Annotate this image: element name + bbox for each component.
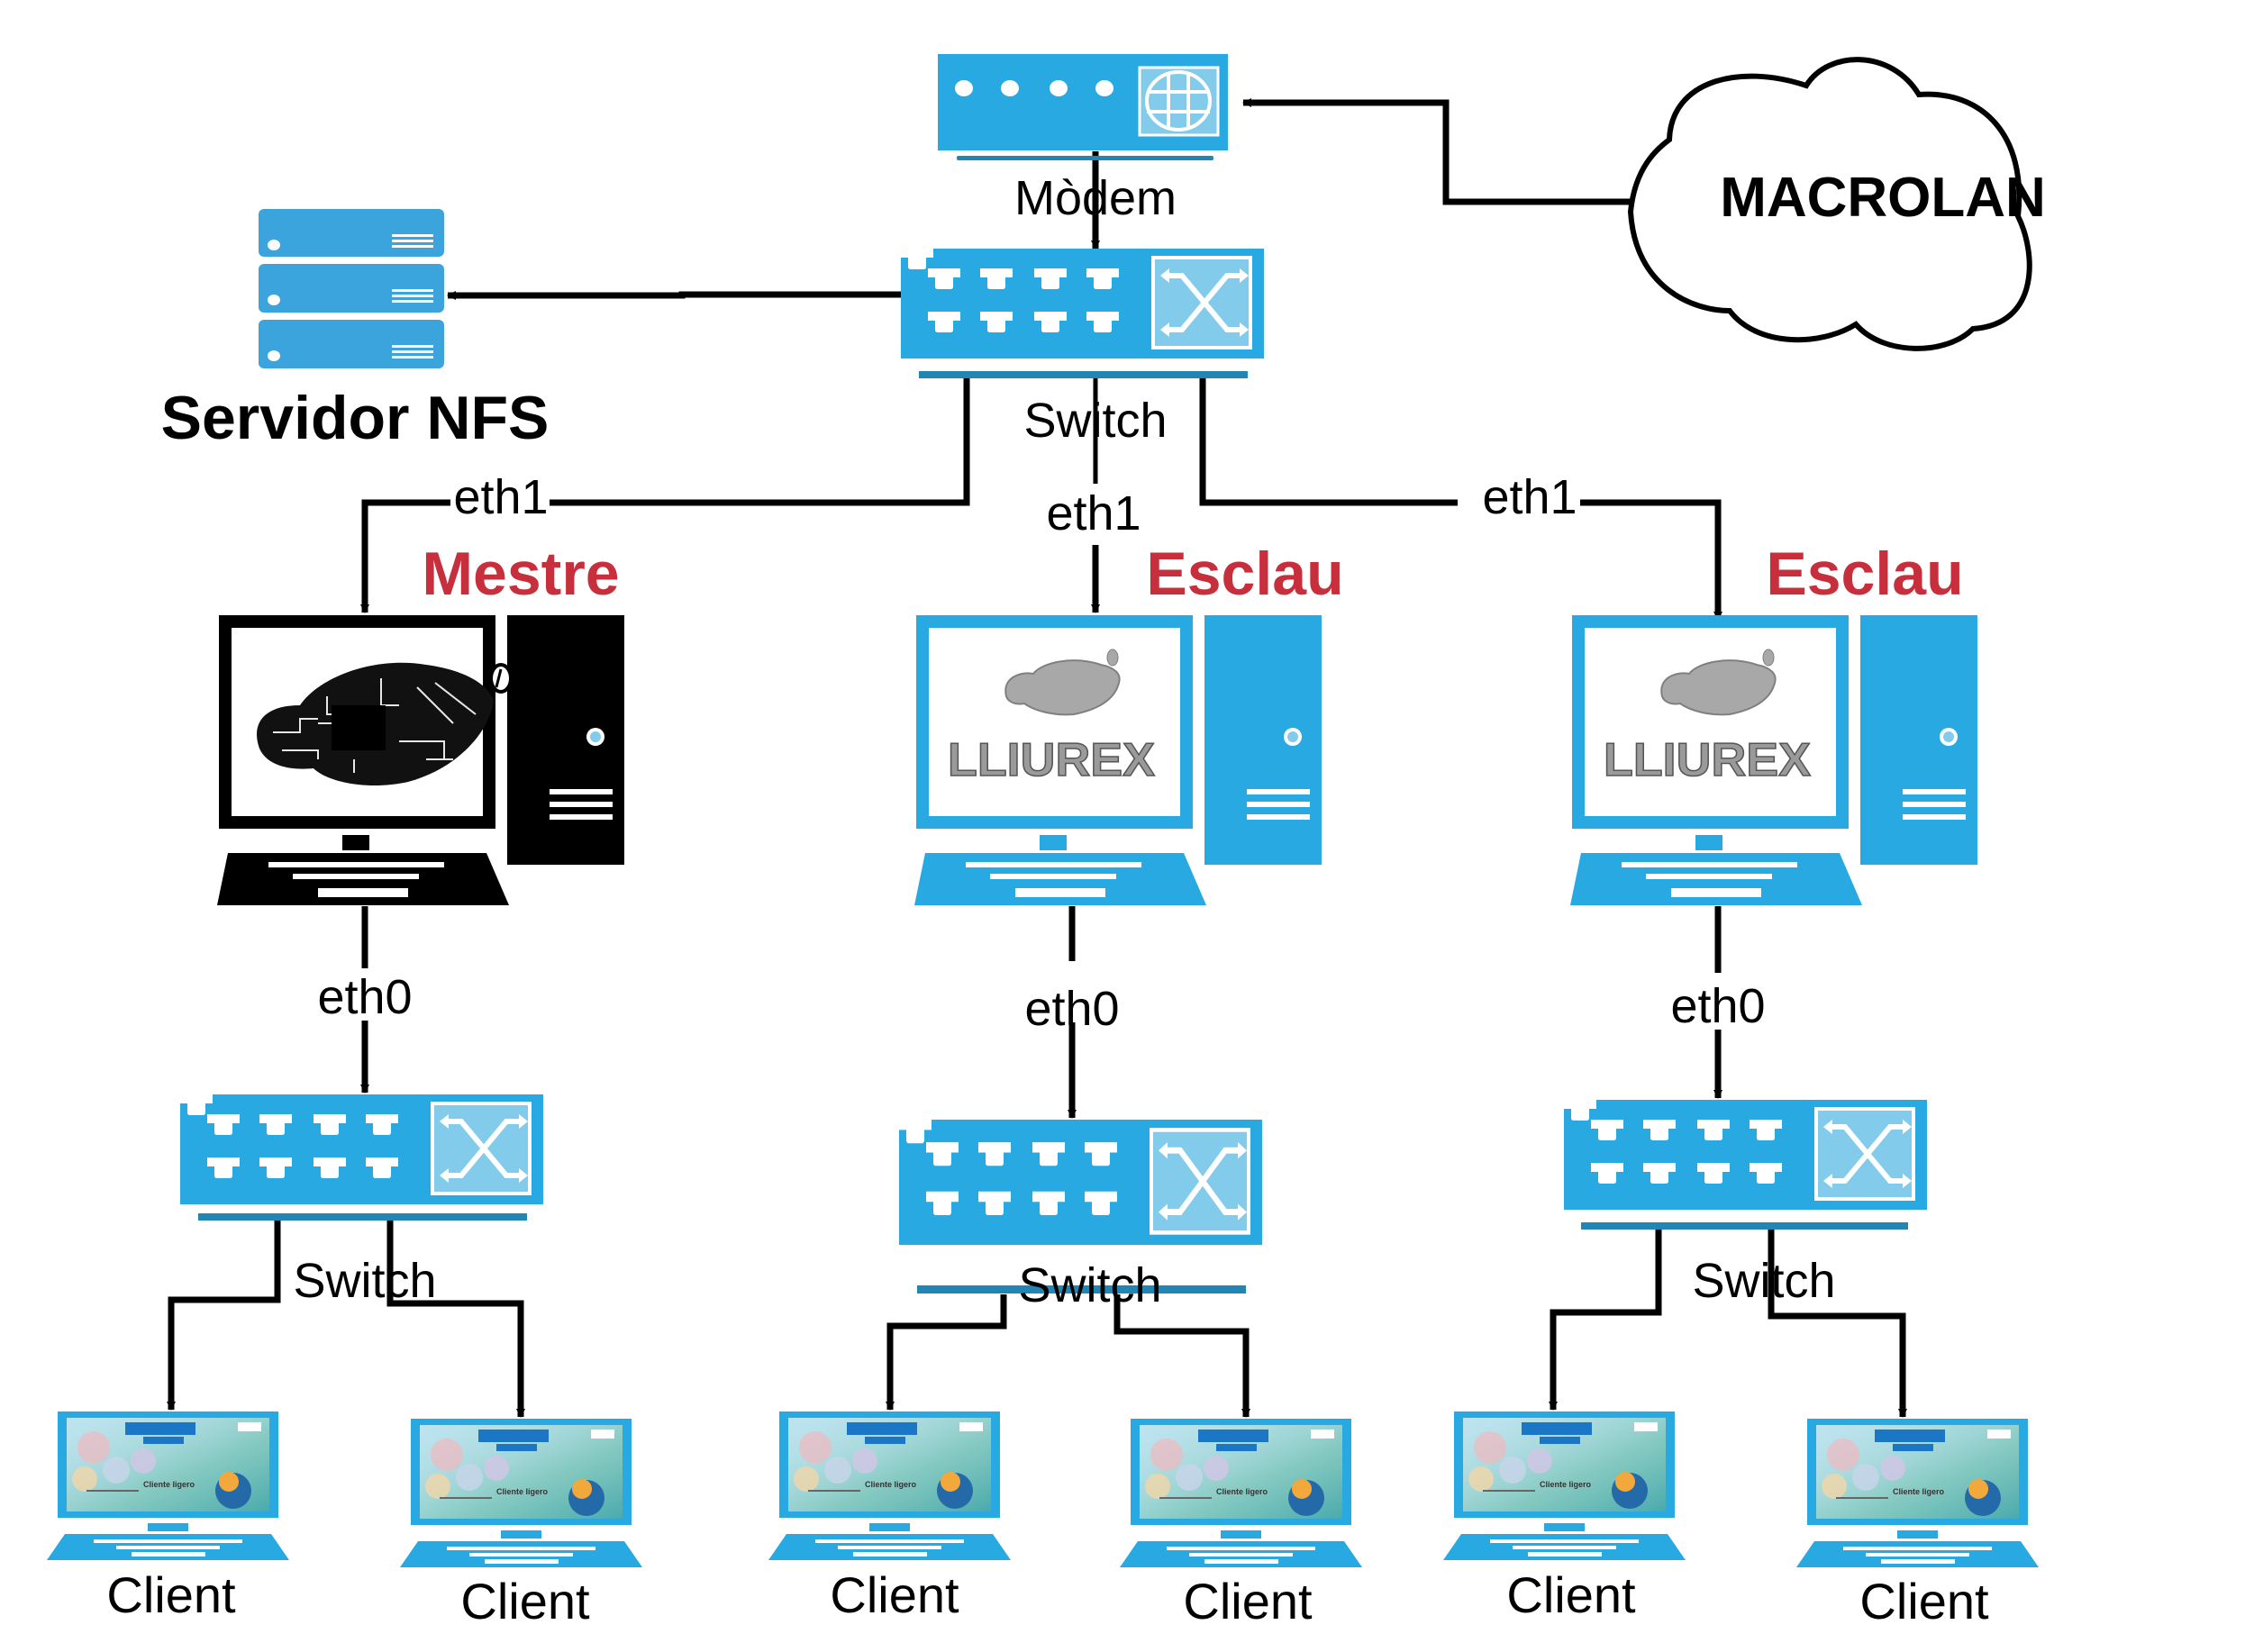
client-2-label: Client	[460, 1573, 590, 1629]
switch-esclau-1-base	[917, 1285, 1246, 1293]
link-switch-esclau2-right	[1580, 499, 1722, 621]
client-1-label: Client	[106, 1566, 236, 1623]
client-6[interactable]: Cliente ligero	[1796, 1419, 2039, 1567]
eth1-esclau2-label: eth1	[1482, 470, 1577, 524]
eth1-labels: eth1 eth1 eth1	[450, 470, 1580, 540]
link-sw3-client6	[1768, 1230, 1907, 1418]
client-1[interactable]: Cliente ligero	[47, 1411, 289, 1560]
switch-esclau-2[interactable]	[1564, 1100, 1927, 1230]
link-sw1-client2	[386, 1221, 525, 1418]
link-switch-mestre-down	[360, 499, 450, 613]
switch-esclau-2-label: Switch	[1692, 1254, 1835, 1308]
client-screen-caption: Cliente ligero	[1216, 1487, 1268, 1496]
switch-mestre[interactable]	[180, 1094, 543, 1221]
client-5[interactable]: Cliente ligero	[1443, 1411, 1686, 1560]
svg-text:LLIUREX: LLIUREX	[948, 734, 1155, 786]
lliurex-logo-icon: LLIUREX	[1603, 649, 1812, 787]
server-icon	[259, 209, 444, 368]
role-label-esclau-1: Esclau	[1146, 540, 1343, 608]
client-4[interactable]: Cliente ligero	[1120, 1419, 1362, 1567]
switch-mestre-label: Switch	[293, 1254, 436, 1308]
cloud-label: MACROLAN	[1720, 167, 2046, 229]
client-3-label: Client	[830, 1566, 959, 1623]
mestre-computer[interactable]	[217, 615, 624, 905]
role-label-esclau-2: Esclau	[1766, 540, 1963, 608]
core-switch[interactable]	[901, 249, 1264, 378]
link-sw1-client1	[167, 1221, 281, 1411]
esclau-2-computer[interactable]: LLIUREX	[1570, 615, 1977, 905]
globe-icon	[1138, 66, 1220, 137]
client-6-label: Client	[1859, 1573, 1989, 1629]
link-sw3-client5	[1549, 1230, 1662, 1411]
core-switch-label: Switch	[1023, 394, 1167, 448]
client-5-label: Client	[1506, 1566, 1636, 1623]
circuit-leaf-logo-icon	[257, 662, 513, 786]
eth0-esclau1-label: eth0	[1024, 982, 1119, 1036]
switch-esclau-1-label: Switch	[1018, 1258, 1161, 1312]
modem-led-icons	[955, 80, 1113, 96]
client-screen-caption: Cliente ligero	[865, 1480, 917, 1489]
role-label-mestre: Mestre	[422, 540, 619, 608]
modem-label: Mòdem	[1014, 171, 1177, 225]
client-2[interactable]: Cliente ligero	[400, 1419, 642, 1567]
lliurex-logo-icon: LLIUREX	[947, 649, 1156, 787]
eth0-mestre-label: eth0	[317, 970, 412, 1024]
esclau-1-computer[interactable]: LLIUREX	[914, 615, 1322, 905]
link-macrolan-modem	[1242, 98, 1643, 205]
client-3[interactable]: Cliente ligero	[768, 1411, 1011, 1560]
client-screen-caption: Cliente ligero	[1540, 1480, 1592, 1489]
link-switch-esclau2	[1199, 378, 1458, 506]
link-sw2-client4	[1113, 1294, 1250, 1418]
link-switch-mestre	[548, 378, 970, 506]
eth0-esclau2-label: eth0	[1670, 979, 1765, 1033]
link-sw2-client3	[886, 1294, 1007, 1411]
nfs-server[interactable]	[259, 209, 444, 368]
modem[interactable]	[938, 54, 1228, 160]
client-screen-caption: Cliente ligero	[496, 1487, 549, 1496]
cloud-icon	[1627, 57, 2032, 351]
eth1-mestre-label: eth1	[453, 470, 548, 524]
wires	[167, 98, 1907, 1418]
eth1-esclau1-label: eth1	[1046, 486, 1141, 540]
client-screen-caption: Cliente ligero	[1893, 1487, 1945, 1496]
internet-cloud[interactable]: MACROLAN	[1627, 57, 2046, 351]
client-screen-caption: Cliente ligero	[143, 1480, 195, 1489]
switch-esclau-1[interactable]	[899, 1120, 1262, 1245]
svg-text:LLIUREX: LLIUREX	[1604, 734, 1811, 786]
client-4-label: Client	[1183, 1573, 1313, 1629]
nfs-server-label: Servidor NFS	[161, 384, 550, 452]
